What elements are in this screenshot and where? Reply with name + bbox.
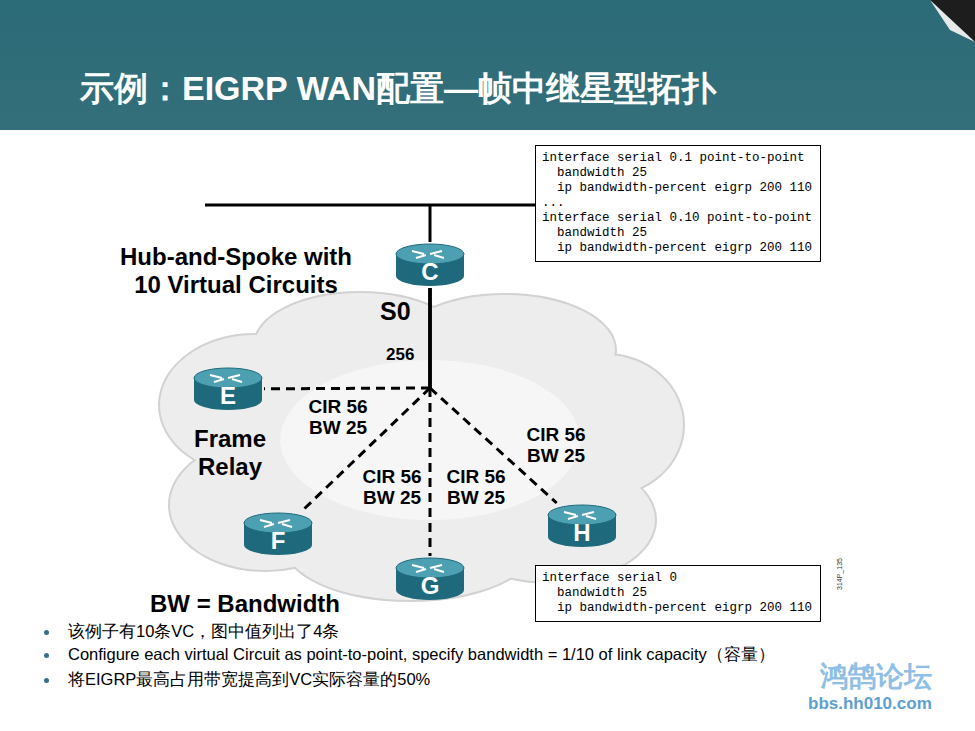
bullet-text: 将EIGRP最高占用带宽提高到VC实际容量的50% [68,670,430,690]
virtual-circuit [302,288,430,511]
config-line: interface serial 0.1 point-to-point [542,151,812,166]
router-letter: F [242,527,314,555]
watermark: 鸿鹄论坛 [820,660,932,694]
frame-relay-cloud [160,293,683,600]
config-box: interface serial 0bandwidth 25ip bandwid… [535,565,821,622]
bullet-dot [44,630,49,635]
slide-title: 示例：EIGRP WAN配置—帧中继星型拓扑 [80,66,716,112]
title-band [0,0,975,130]
lan-drop [429,205,432,242]
router-letter: H [546,519,618,547]
watermark-url: bbs.hh010.com [808,694,932,714]
legend-note: BW = Bandwidth [150,590,340,619]
router: H [546,503,618,549]
config-line: bandwidth 25 [542,586,812,601]
config-line: interface serial 0 [542,571,812,586]
bullet-text: Configure each virtual Circuit as point-… [68,645,775,665]
page-corner [930,0,975,42]
router: F [242,511,314,557]
cloud-label: Frame Relay [180,425,280,481]
circuit-label: CIR 56 BW 25 [302,396,374,438]
circuit-label: CIR 56 BW 25 [356,466,428,508]
virtual-circuit [264,288,430,389]
config-box: interface serial 0.1 point-to-pointbandw… [535,145,821,262]
interface-label: S0 [380,296,411,326]
config-line: bandwidth 25 [542,226,812,241]
config-line: ... [542,196,812,211]
config-line: interface serial 0.10 point-to-point [542,211,812,226]
router-letter: C [394,258,466,286]
config-line: ip bandwidth-percent eigrp 200 110 [542,241,812,256]
bullet-text: 该例子有10条VC，图中值列出了4条 [68,622,339,642]
router: C [394,242,466,288]
page-corner-fold [930,0,975,42]
virtual-circuit [430,288,431,556]
config-line: ip bandwidth-percent eigrp 200 110 [542,181,812,196]
circuit-label: CIR 56 BW 25 [440,466,512,508]
config-line: ip bandwidth-percent eigrp 200 110 [542,601,812,616]
figure-id: 314P_135 [836,558,844,590]
bullet-dot [44,653,49,658]
router-letter: G [394,572,466,600]
router: G [394,556,466,602]
circuit-label: CIR 56 BW 25 [520,424,592,466]
bullet-dot [44,678,49,683]
router-letter: E [192,382,264,410]
bandwidth-label: 256 [386,345,414,365]
config-line: bandwidth 25 [542,166,812,181]
topology-caption: Hub-and-Spoke with 10 Virtual Circuits [118,243,354,299]
lan-segment [205,204,535,207]
router: E [192,366,264,412]
